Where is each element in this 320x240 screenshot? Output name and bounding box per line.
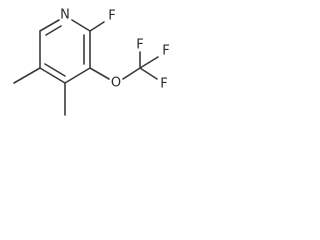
bond-ring-n-c2 xyxy=(71,19,91,32)
atom-label-f-cf3-right: F xyxy=(162,44,169,59)
bond-ring-c3-c4 xyxy=(64,67,91,84)
molecule-structure: N F O F F F xyxy=(13,8,170,116)
bond-ring-c4-c5-inner xyxy=(44,63,66,77)
bond-ring-c6-n-inner xyxy=(45,25,62,36)
bond-c5-methyl xyxy=(13,67,41,84)
ring-bonds xyxy=(39,19,91,84)
bond-c2-f xyxy=(89,21,105,32)
atom-label-f-cf3-bottom: F xyxy=(160,77,167,92)
atom-label-n: N xyxy=(60,8,70,23)
atom-label-f-ring: F xyxy=(108,9,115,24)
bond-o-cf3 xyxy=(122,67,141,80)
substituent-bonds xyxy=(13,21,159,116)
atom-label-f-cf3-top: F xyxy=(136,38,143,53)
bond-ring-c4-c5 xyxy=(39,67,66,84)
bond-c3-o xyxy=(89,67,110,80)
bond-cf3-f-bottom xyxy=(139,67,158,80)
bond-ring-c6-n xyxy=(39,19,60,32)
atom-label-o: O xyxy=(111,76,121,91)
bond-cf3-f-right xyxy=(139,56,159,69)
atom-labels: N F O F F F xyxy=(60,8,170,92)
